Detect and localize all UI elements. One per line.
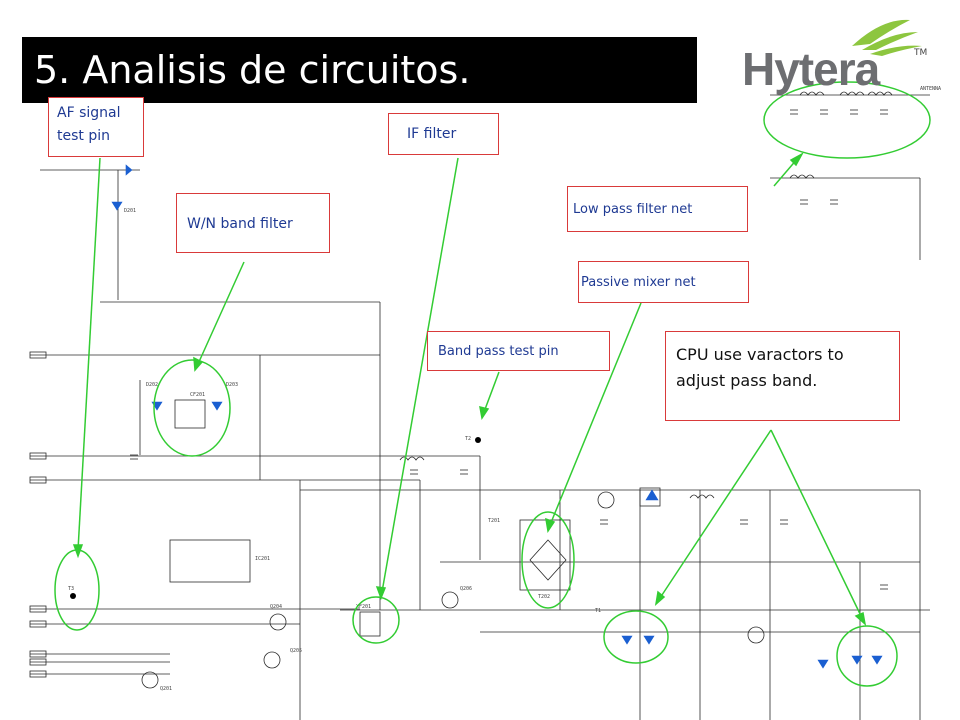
callout-wn-band-filter-text: W/N band filter [187, 216, 293, 232]
test-point-t1: T1 [595, 608, 601, 614]
callout-af-signal-text: AF signal test pin [57, 105, 121, 144]
callout-af-signal-test-pin: AF signal test pin [48, 97, 144, 157]
callout-low-pass-filter-net: Low pass filter net [567, 186, 748, 232]
callout-passive-mixer-text: Passive mixer net [581, 275, 696, 290]
svg-text:D203: D203 [226, 382, 238, 388]
hytera-logo: Hytera TM [742, 18, 942, 98]
svg-text:D202: D202 [146, 382, 158, 388]
low-pass-highlight [763, 81, 931, 159]
callout-if-filter: IF filter [388, 113, 499, 155]
test-point-t2: T2 [465, 436, 471, 442]
svg-text:Q205: Q205 [290, 648, 302, 654]
svg-text:IC201: IC201 [255, 556, 270, 562]
svg-text:Q201: Q201 [160, 686, 172, 692]
svg-text:CF201: CF201 [190, 392, 205, 398]
varactor-highlight-right [836, 625, 898, 687]
svg-text:T201: T201 [488, 518, 500, 524]
callout-band-pass-test-pin: Band pass test pin [427, 331, 610, 371]
svg-text:D201: D201 [124, 208, 136, 214]
callout-cpu-varactors-text: CPU use varactors to adjust pass band. [676, 345, 844, 390]
svg-text:Q206: Q206 [460, 586, 472, 592]
varactor-highlight-left [603, 610, 669, 664]
mixer-highlight [521, 511, 575, 609]
svg-text:XF201: XF201 [356, 604, 371, 610]
callout-if-filter-text: IF filter [407, 126, 457, 142]
logo-brand-text: Hytera [742, 43, 880, 95]
callout-cpu-varactors: CPU use varactors to adjust pass band. [665, 331, 900, 421]
af-pin-highlight [54, 549, 100, 631]
svg-text:Q204: Q204 [270, 604, 282, 610]
callout-passive-mixer-net: Passive mixer net [578, 261, 749, 303]
callout-band-pass-text: Band pass test pin [438, 344, 559, 359]
slide-title: 5. Analisis de circuitos. [22, 37, 697, 103]
wn-filter-highlight [153, 359, 231, 457]
callout-low-pass-text: Low pass filter net [573, 202, 693, 217]
svg-text:T202: T202 [538, 594, 550, 600]
hytera-wing-icon [852, 19, 922, 56]
if-filter-highlight [352, 596, 400, 644]
test-point-t3: T3 [68, 586, 74, 592]
antenna-label: ANTENNA [920, 86, 941, 92]
logo-trademark: TM [914, 48, 928, 58]
callout-wn-band-filter: W/N band filter [176, 193, 330, 253]
